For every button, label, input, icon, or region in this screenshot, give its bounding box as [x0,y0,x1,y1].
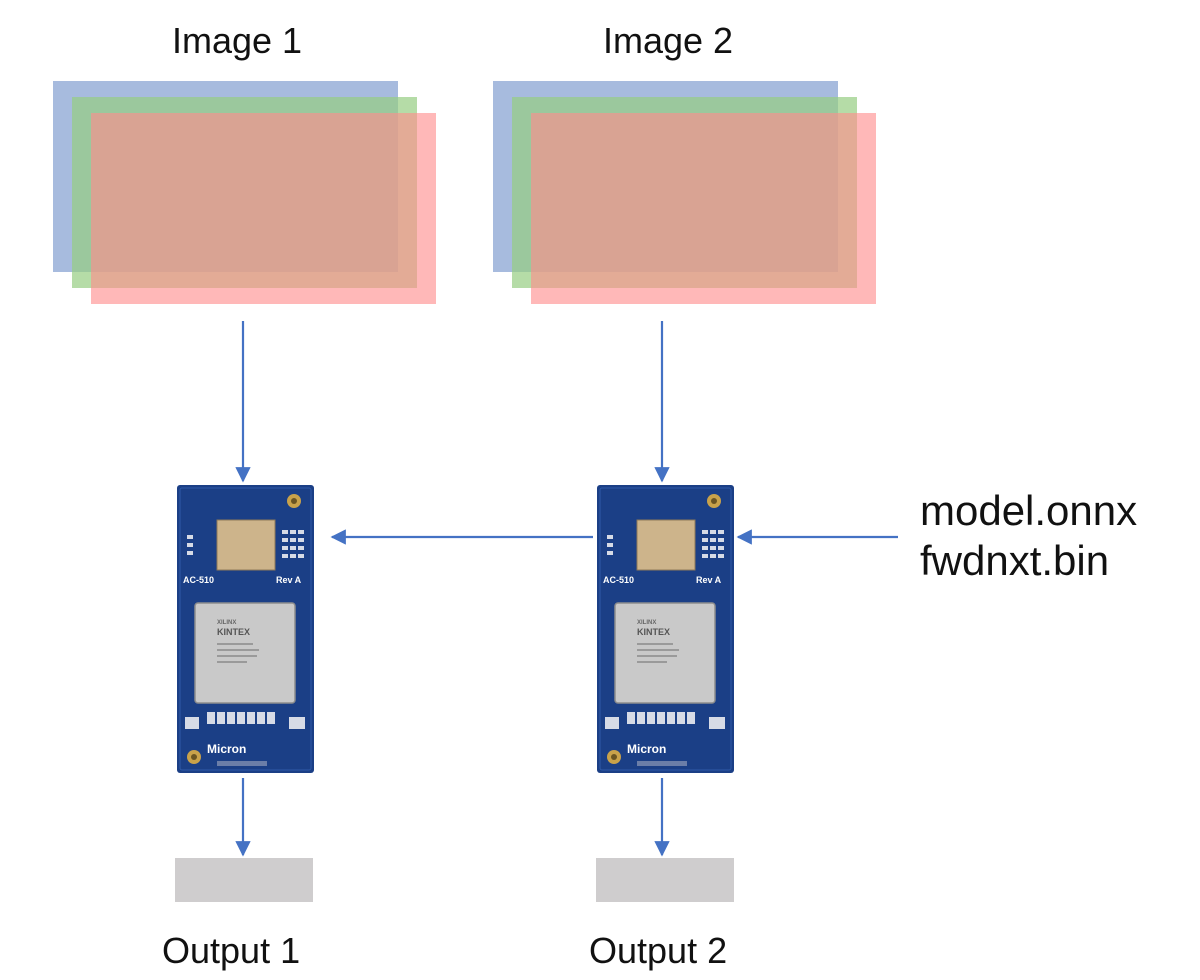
card-model-text: AC-510 [183,575,214,585]
chip-name-text: KINTEX [637,627,670,637]
vendor-logo-text: Micron [207,742,246,756]
image-1-label: Image 1 [172,20,303,61]
model-files: model.onnx fwdnxt.bin [920,486,1137,586]
output-2-label: Output 2 [589,930,728,971]
fpga-chip [614,602,716,704]
memory-chip [636,519,696,571]
image-1-red-channel [91,113,436,304]
chip-name-text: KINTEX [217,627,250,637]
card-model-text: AC-510 [603,575,634,585]
fpga-chip [194,602,296,704]
accelerator-card-1: AC-510 Rev A XILINX KINTEX Micron [177,485,314,773]
output-2-box [596,858,734,902]
chip-brand-text: XILINX [217,620,236,626]
output-1-box [175,858,313,902]
model-file-name: model.onnx [920,487,1138,534]
memory-chip [216,519,276,571]
weights-file-name: fwdnxt.bin [920,537,1110,584]
card-rev-text: Rev A [276,575,302,585]
chip-brand-text: XILINX [637,620,656,626]
vendor-logo-text: Micron [627,742,666,756]
output-1-label: Output 1 [162,930,301,971]
accelerator-card-2: AC-510 Rev A XILINX KINTEX Micron [597,485,734,773]
card-rev-text: Rev A [696,575,722,585]
image-2-red-channel [531,113,876,304]
image-2-label: Image 2 [603,20,734,61]
